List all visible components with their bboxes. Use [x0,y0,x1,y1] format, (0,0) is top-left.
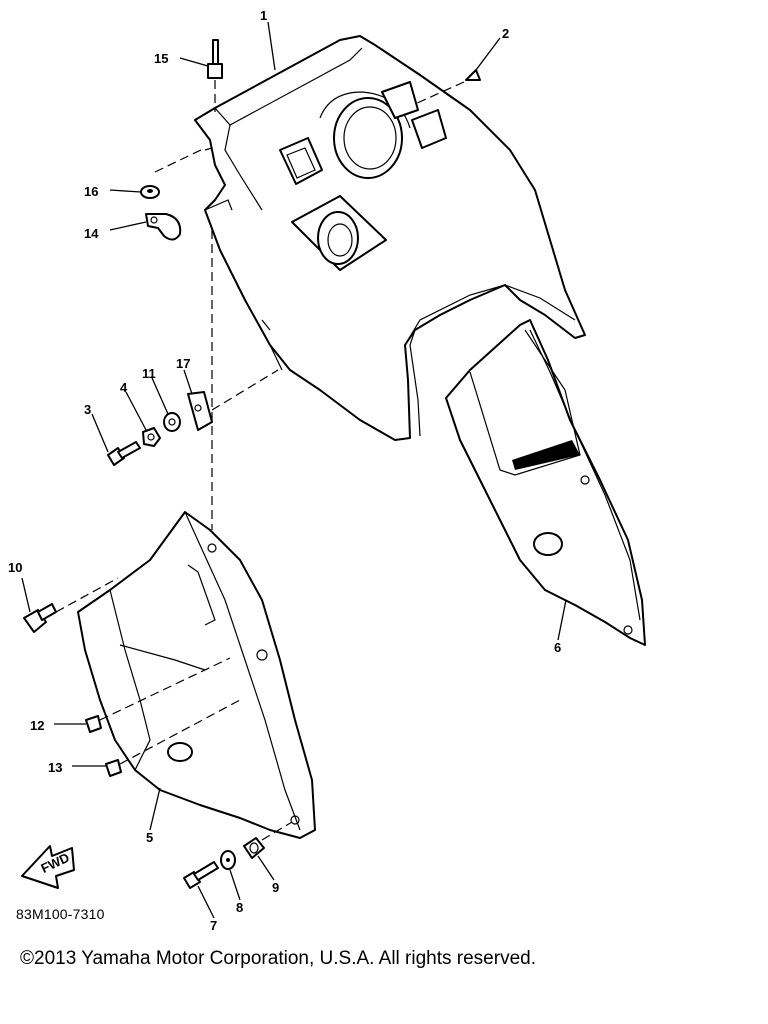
leader-lines [21,21,567,919]
part-17-bracket [187,369,279,431]
part-3-bolt [107,441,141,466]
callout-1: 1 [260,8,267,23]
part-9-collar [243,821,293,859]
callout-15: 15 [154,51,168,66]
callout-labels: 1 2 3 4 5 6 7 8 9 10 11 12 13 14 15 16 1… [8,8,561,933]
callout-6: 6 [554,640,561,655]
callout-9: 9 [272,880,279,895]
part-8-washer [220,850,236,870]
callout-5: 5 [146,830,153,845]
part-13-cap [105,699,241,777]
part-1-main-cover [194,35,586,441]
part-2-grommet [414,69,481,105]
part-12-cap [85,657,231,733]
callout-13: 13 [48,760,62,775]
callout-12: 12 [30,718,44,733]
assembly-line [204,147,213,151]
part-10-bolt [23,577,119,633]
part-6-right-panel [445,319,646,646]
drawing-code: 83M100-7310 [16,906,105,922]
callout-14: 14 [84,226,99,241]
part-4-nut [142,427,161,447]
callout-10: 10 [8,560,22,575]
part-7-screw [183,861,219,889]
callout-7: 7 [210,918,217,933]
callout-11: 11 [142,366,156,381]
callout-2: 2 [502,26,509,41]
part-16-washer [140,147,206,199]
callout-3: 3 [84,402,91,417]
callout-8: 8 [236,900,243,915]
part-5-lower-panel [77,511,316,839]
part-15-pin [207,39,223,112]
callout-17: 17 [176,356,190,371]
fwd-arrow-icon: FWD [21,845,75,889]
part-11-washer [163,412,181,432]
copyright-notice: ©2013 Yamaha Motor Corporation, U.S.A. A… [20,948,536,969]
callout-16: 16 [84,184,98,199]
part-14-clamp [145,213,182,241]
callout-4: 4 [120,380,128,395]
